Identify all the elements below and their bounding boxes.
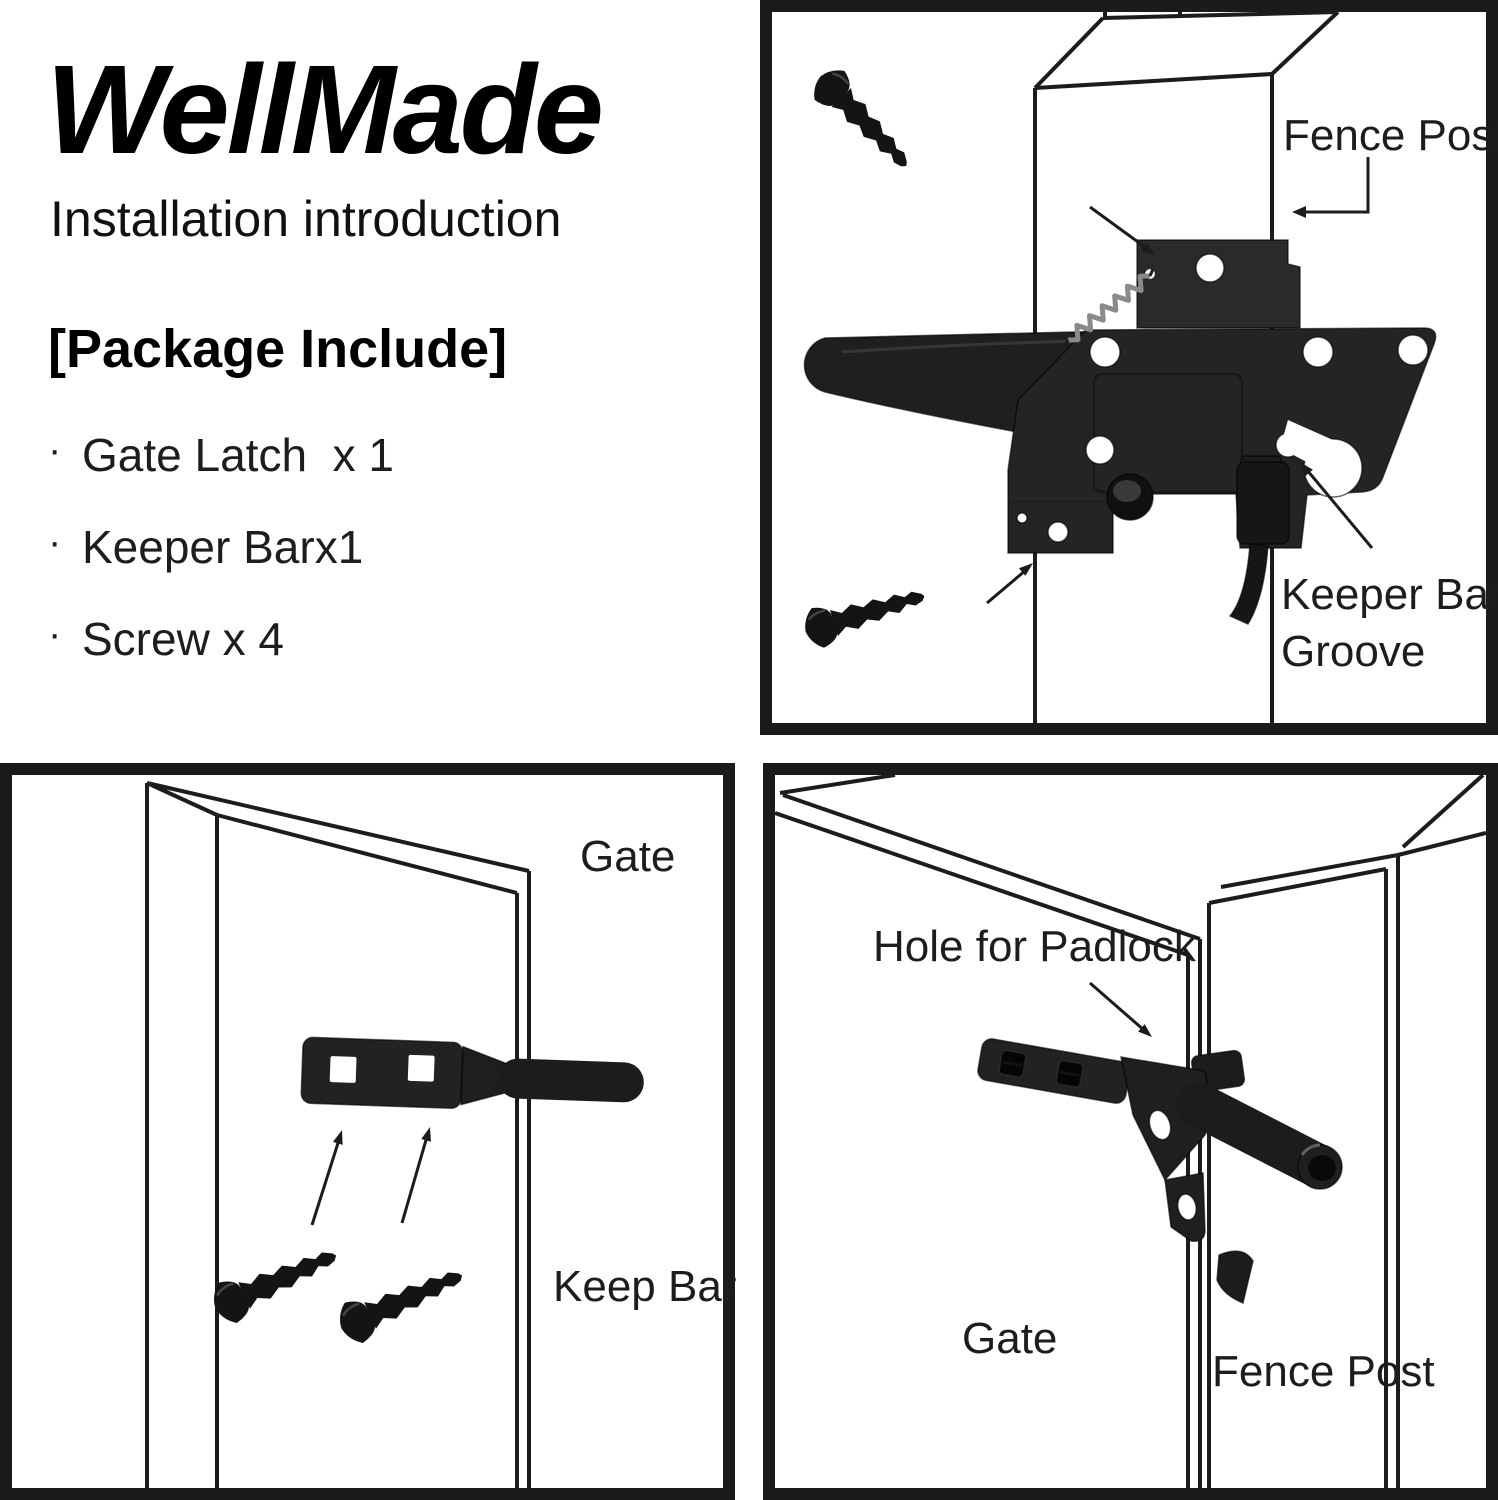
screw-icon bbox=[331, 1253, 472, 1350]
keeper-bar-screw-hole bbox=[407, 1054, 435, 1082]
package-include-heading: [Package Include] bbox=[48, 319, 508, 379]
brand-title: WellMade bbox=[46, 39, 604, 180]
panel-keeper-bar-on-gate bbox=[0, 763, 735, 1500]
screw-icon bbox=[798, 574, 932, 653]
installed-keeper-bar-drawing bbox=[977, 1038, 1343, 1305]
sheet-subtitle: Installation introduction bbox=[50, 191, 562, 247]
bullet-icon: · bbox=[48, 428, 62, 472]
callout-arrows bbox=[310, 1127, 431, 1226]
callout-arrows bbox=[986, 157, 1374, 605]
hole-for-padlock-label: Hole for Padlock bbox=[873, 922, 1196, 971]
package-item-keeper-bar: ·Keeper Barx1 bbox=[48, 520, 364, 573]
package-list: ·Gate Latch x 1 ·Keeper Barx1 ·Screw x 4 bbox=[48, 428, 394, 704]
latch-on-post-illustration bbox=[798, 12, 1437, 723]
fence-post-label: Fence Post bbox=[1212, 1347, 1435, 1396]
fence-post-label: Fence Post bbox=[1283, 111, 1498, 160]
gate-and-post-drawing bbox=[775, 775, 1486, 1488]
gate-label: Gate bbox=[962, 1314, 1058, 1363]
latch-slider bbox=[1236, 461, 1290, 545]
keeper-bar-screw-hole bbox=[329, 1056, 357, 1083]
keeper-bar-drawing bbox=[300, 1036, 644, 1110]
screw-icon bbox=[804, 60, 923, 182]
screw-icon bbox=[205, 1233, 346, 1330]
callout-arrows bbox=[1089, 981, 1152, 1037]
panel-latch-on-post bbox=[760, 0, 1498, 735]
gate-latch-drawing bbox=[803, 239, 1437, 625]
installed-latch-illustration bbox=[775, 775, 1486, 1488]
latch-hook-tab bbox=[1216, 1250, 1254, 1305]
bullet-icon: · bbox=[48, 612, 62, 656]
bullet-icon: · bbox=[48, 520, 62, 564]
keeper-bar-illustration bbox=[145, 781, 644, 1488]
keep-bar-label: Keep Bar bbox=[553, 1262, 737, 1311]
panel-installed-latch bbox=[763, 763, 1498, 1500]
spring-icon bbox=[1063, 268, 1155, 348]
package-item-gate-latch: ·Gate Latch x 1 bbox=[48, 428, 394, 481]
gate-drawing bbox=[145, 781, 531, 1488]
package-item-screw: ·Screw x 4 bbox=[48, 612, 284, 665]
gate-label: Gate bbox=[580, 832, 676, 881]
